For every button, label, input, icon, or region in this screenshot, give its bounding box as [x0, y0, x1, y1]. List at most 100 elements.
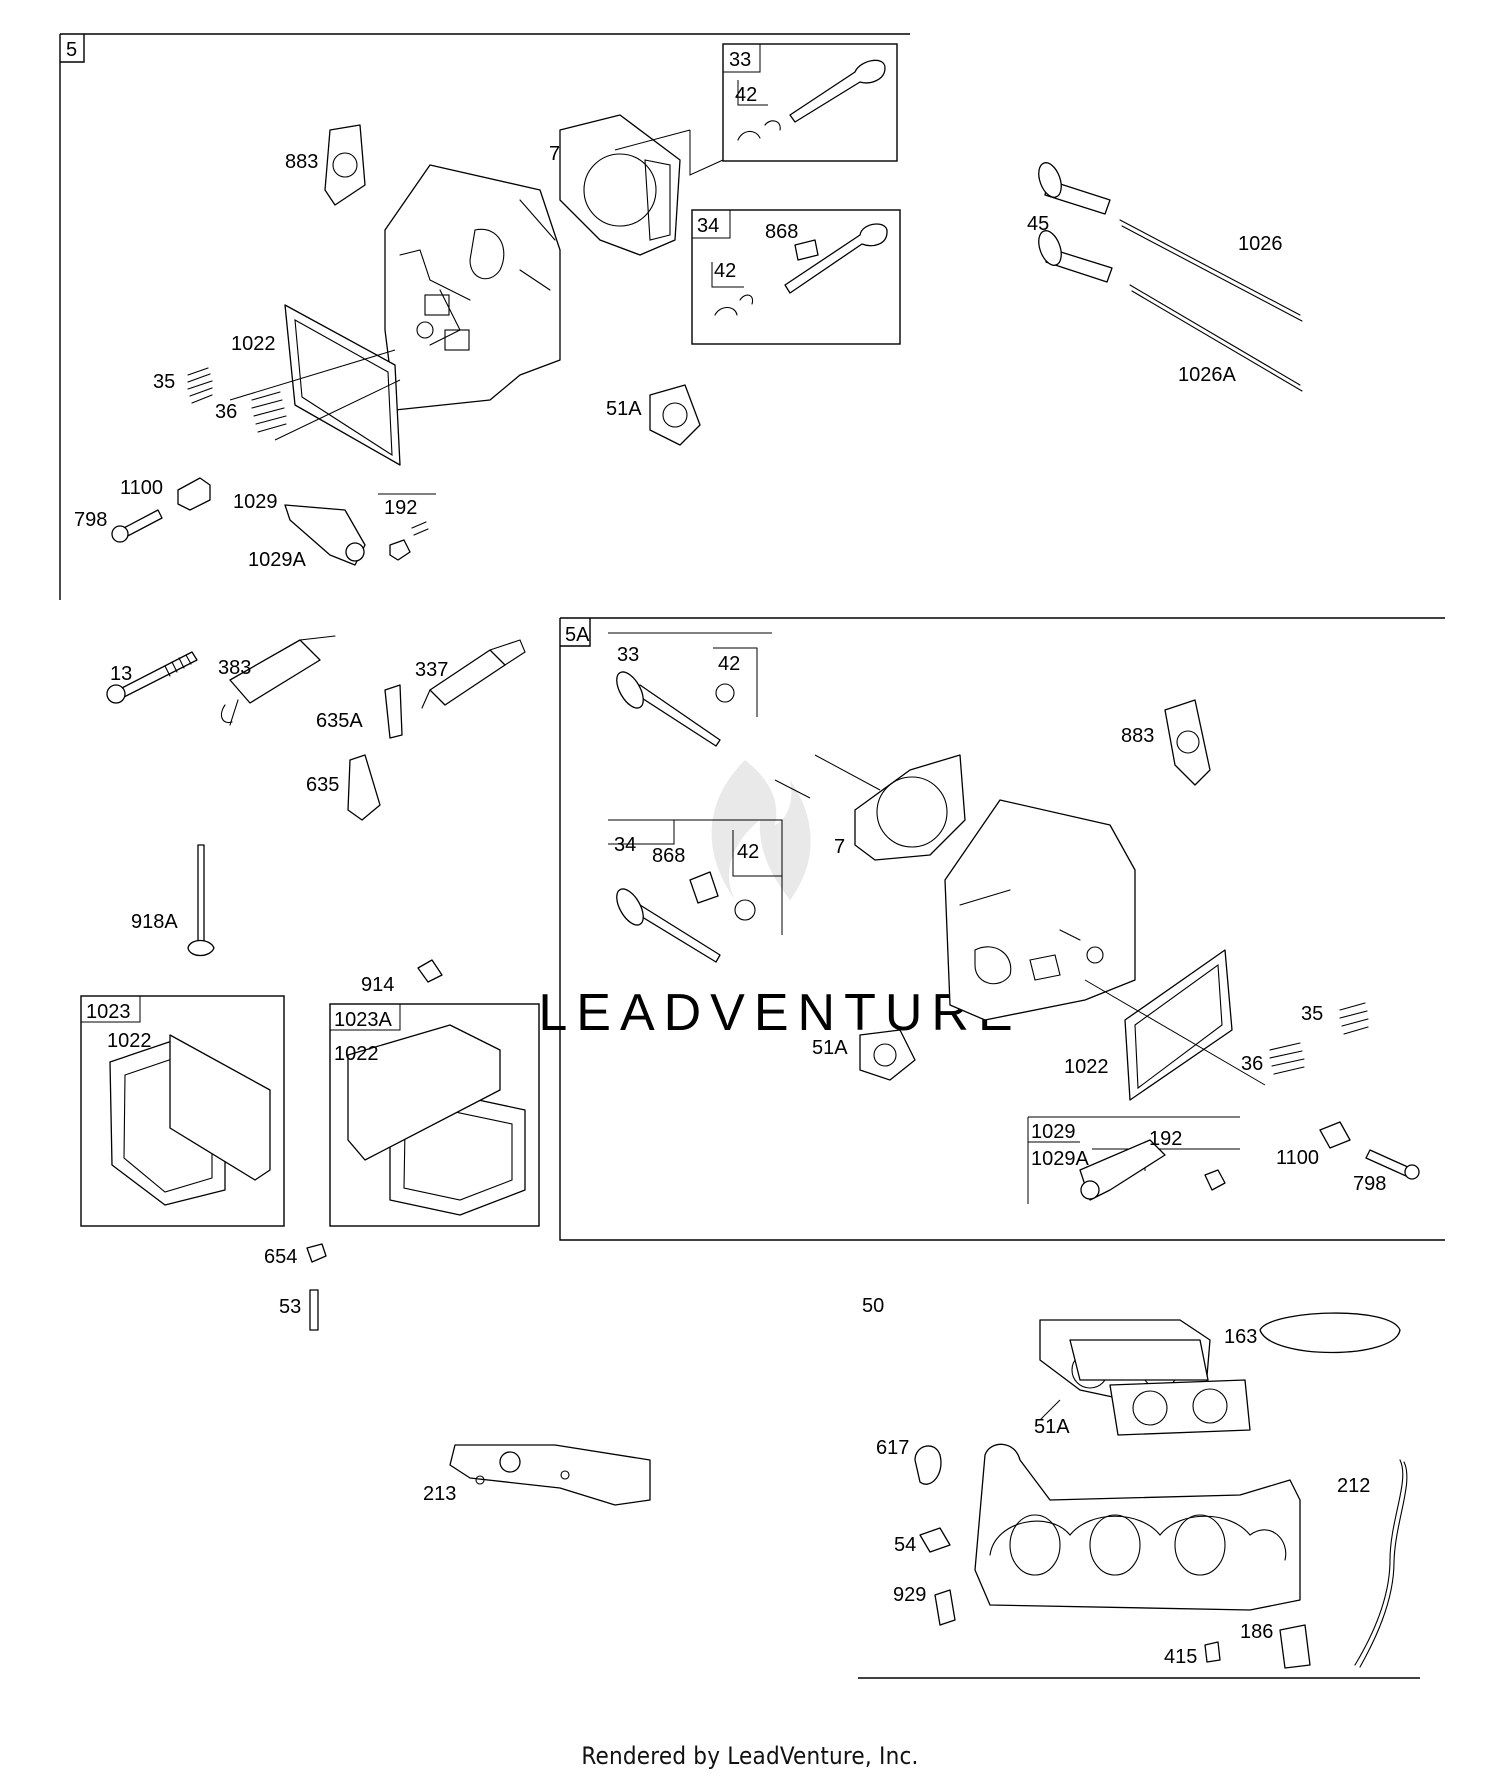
callout-35: 35	[153, 371, 175, 393]
box-1023	[80, 995, 285, 1227]
callout-868: 868	[652, 845, 685, 867]
gasket-883	[324, 124, 366, 206]
callout-192: 192	[384, 497, 417, 519]
valve-33-5a	[633, 684, 721, 747]
group-label-50: 50	[862, 1295, 884, 1317]
callout-337: 337	[415, 659, 448, 681]
box-1023a	[329, 1003, 540, 1227]
dipstick-918a	[197, 844, 205, 943]
callout-1029a: 1029A	[1031, 1148, 1089, 1170]
push-rod-1026a	[1129, 284, 1303, 392]
callout-42: 42	[718, 653, 740, 675]
callout-1022: 1022	[107, 1030, 152, 1052]
gasket-883-5a	[1164, 699, 1211, 786]
callout-51a: 51A	[1034, 1416, 1070, 1438]
callout-163: 163	[1224, 1326, 1257, 1348]
flame-logo-icon	[711, 760, 811, 900]
intake-manifold	[974, 1443, 1301, 1611]
callout-883: 883	[285, 151, 318, 173]
callout-51a: 51A	[812, 1037, 848, 1059]
callout-1026a: 1026A	[1178, 364, 1236, 386]
head-gasket-7	[559, 114, 681, 256]
callout-34: 34	[614, 834, 636, 856]
gasket-163	[1259, 1312, 1401, 1354]
callout-53: 53	[279, 1296, 301, 1318]
watermark-text: LEADVENTURE	[538, 984, 1021, 1042]
callout-1029a: 1029A	[248, 549, 306, 571]
gasket-51a-50b	[1109, 1379, 1251, 1436]
callout-1022: 1022	[334, 1043, 379, 1065]
gasket-1022-cover-a	[347, 1024, 501, 1161]
callout-labels: 5 883 7 33 42 34 868 42 1022 35 36 51A 1…	[66, 39, 1386, 1668]
callout-51a: 51A	[606, 398, 642, 420]
callout-1100: 1100	[120, 477, 163, 499]
callout-1026: 1026	[1238, 233, 1283, 255]
callout-914: 914	[361, 974, 394, 996]
bracket-213	[449, 1444, 651, 1506]
valve-cover-gasket-1022-5a	[1124, 949, 1233, 1101]
callout-33: 33	[617, 644, 639, 666]
screw-914	[417, 959, 443, 983]
callout-45: 45	[1027, 213, 1049, 235]
callout-13: 13	[110, 663, 132, 685]
callout-7: 7	[549, 143, 560, 165]
callout-7: 7	[834, 836, 845, 858]
callout-635a: 635A	[316, 710, 363, 732]
group-5a-frame	[559, 617, 1445, 1241]
tube-212	[1354, 1459, 1408, 1668]
valve-34	[784, 223, 888, 294]
callout-1023a: 1023A	[334, 1009, 392, 1031]
footer-credit: Rendered by LeadVenture, Inc.	[581, 1742, 919, 1770]
callout-1029: 1029	[233, 491, 278, 513]
clamp-415	[1204, 1641, 1221, 1663]
nut-192-5a	[1204, 1169, 1226, 1191]
callout-36: 36	[1241, 1053, 1263, 1075]
callout-213: 213	[423, 1483, 456, 1505]
valve-spring-36	[251, 391, 287, 433]
guide-plate-1100-5a	[1319, 1121, 1351, 1149]
boot-635a	[384, 684, 403, 739]
callout-1022: 1022	[231, 333, 276, 355]
callout-798: 798	[74, 509, 107, 531]
box-34	[691, 209, 901, 345]
callout-54: 54	[894, 1534, 916, 1556]
callout-918a: 918A	[131, 911, 178, 933]
o-ring-617	[914, 1445, 942, 1485]
valve-cover-gasket-1022	[284, 304, 401, 466]
callout-1100: 1100	[1276, 1147, 1319, 1169]
watermark: LEADVENTURE	[538, 760, 1021, 1042]
fitting-186	[1279, 1624, 1311, 1669]
callout-1029: 1029	[1031, 1121, 1076, 1143]
callout-33: 33	[729, 49, 751, 71]
seal-868-5a	[689, 871, 719, 904]
nut-192	[389, 539, 411, 561]
callout-654: 654	[264, 1246, 297, 1268]
nut-654	[306, 1243, 327, 1263]
callout-192: 192	[1149, 1128, 1182, 1150]
callout-1022: 1022	[1064, 1056, 1109, 1078]
callout-42: 42	[735, 84, 757, 106]
callout-635: 635	[306, 774, 339, 796]
screw-54	[919, 1527, 951, 1553]
valve-spring-35-5a	[1339, 1002, 1369, 1035]
ignition-coil-383	[229, 639, 321, 704]
callout-212: 212	[1337, 1475, 1370, 1497]
callout-868: 868	[765, 221, 798, 243]
seal-868	[794, 239, 819, 261]
callout-617: 617	[876, 1437, 909, 1459]
valve-34-5a	[633, 904, 721, 963]
valve-spring-36-5a	[1269, 1042, 1305, 1075]
push-rod-1026	[1119, 219, 1303, 322]
box-33	[722, 43, 898, 162]
group-5-frame	[59, 33, 910, 600]
valve-33	[789, 59, 886, 123]
callout-415: 415	[1164, 1646, 1197, 1668]
callout-42: 42	[714, 260, 736, 282]
callout-798: 798	[1353, 1173, 1386, 1195]
intake-gasket-51a-5a	[859, 1029, 916, 1081]
callout-1023: 1023	[86, 1001, 131, 1023]
valve-spring-35	[187, 367, 213, 404]
stud-53	[309, 1289, 319, 1331]
callout-186: 186	[1240, 1621, 1273, 1643]
